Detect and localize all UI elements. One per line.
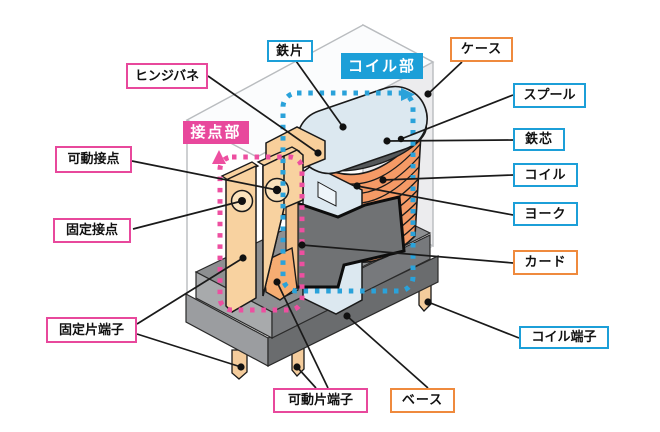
label-movable-terminal: 可動片端子 bbox=[273, 388, 368, 413]
section-label-contact: 接点部 bbox=[183, 121, 249, 144]
coil-region-arrow bbox=[401, 88, 415, 101]
contact-region-dotted-outline bbox=[212, 150, 305, 313]
fixed-contact-plate bbox=[225, 164, 257, 313]
section-label-coil: コイル部 bbox=[341, 53, 423, 79]
label-armature: 鉄片 bbox=[267, 40, 313, 62]
card-shape bbox=[295, 195, 406, 289]
label-card: カード bbox=[513, 250, 578, 275]
label-movable-contact: 可動接点 bbox=[55, 146, 132, 173]
label-fixed-terminal: 固定片端子 bbox=[46, 317, 137, 343]
label-fixed-contact: 固定接点 bbox=[53, 218, 131, 243]
label-iron-core: 鉄芯 bbox=[513, 128, 565, 151]
label-hinge-spring: ヒンジバネ bbox=[126, 63, 208, 89]
contact-plates bbox=[220, 146, 304, 313]
label-yoke: ヨーク bbox=[513, 202, 578, 226]
fixed-plate-cap bbox=[220, 161, 260, 181]
contact-region-arrow bbox=[212, 150, 226, 164]
label-coil-terminal: コイル端子 bbox=[519, 326, 609, 349]
label-spool: スプール bbox=[513, 83, 586, 108]
label-base: ベース bbox=[390, 388, 455, 413]
leader-lines bbox=[131, 60, 520, 389]
label-case: ケース bbox=[450, 37, 513, 62]
leader-dots bbox=[237, 90, 432, 371]
label-coil: コイル bbox=[513, 163, 578, 187]
coil-region-dotted-outline bbox=[280, 88, 416, 294]
